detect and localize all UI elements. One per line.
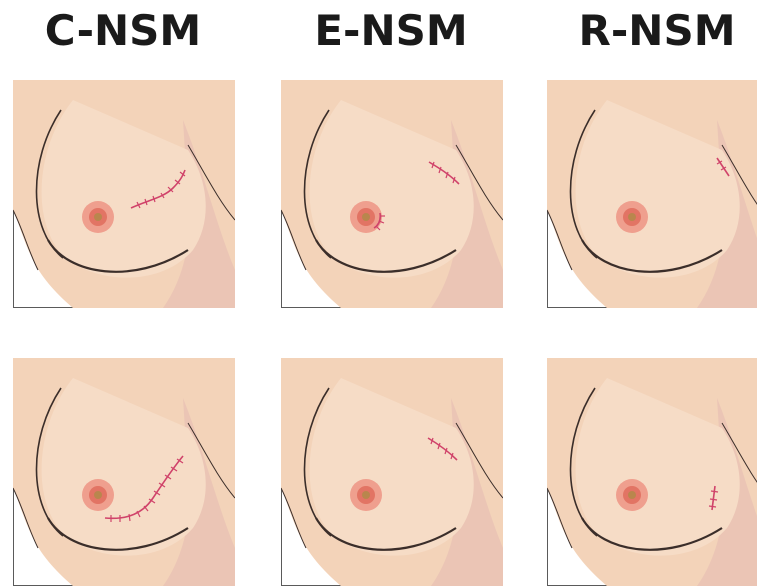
breast-illustration-r-nsm-top (547, 80, 757, 308)
panel-r-nsm-bottom (547, 358, 757, 586)
panel-c-nsm-top (13, 80, 235, 308)
panel-c-nsm-bottom (13, 358, 235, 586)
panel-r-nsm-top (547, 80, 757, 308)
breast-illustration-c-nsm-bottom (13, 358, 235, 586)
column-title-r-nsm: R-NSM (547, 6, 757, 55)
column-title-e-nsm: E-NSM (281, 6, 501, 55)
breast-illustration-e-nsm-bottom (281, 358, 503, 586)
column-title-c-nsm: C-NSM (13, 6, 233, 55)
panel-e-nsm-bottom (281, 358, 503, 586)
breast-illustration-r-nsm-bottom (547, 358, 757, 586)
panel-e-nsm-top (281, 80, 503, 308)
breast-illustration-e-nsm-top (281, 80, 503, 308)
breast-illustration-c-nsm-top (13, 80, 235, 308)
